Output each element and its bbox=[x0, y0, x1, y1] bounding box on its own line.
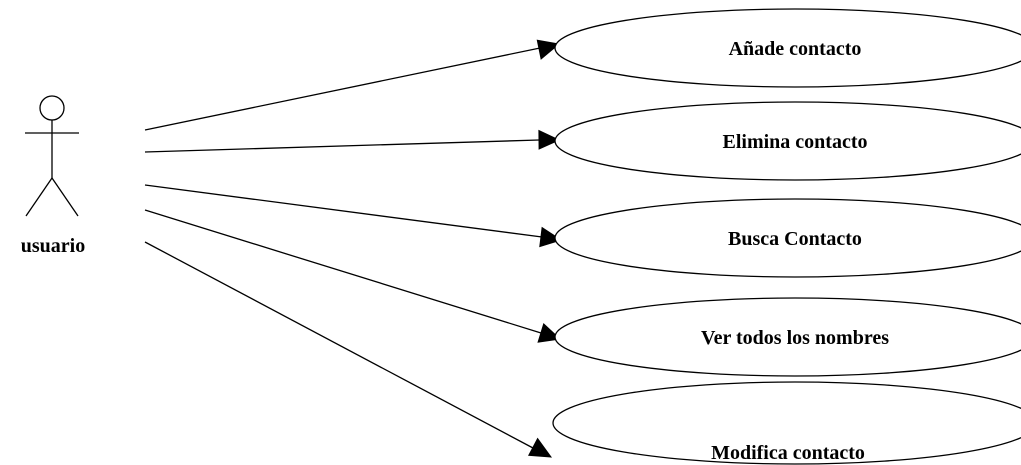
association-line-2 bbox=[144, 139, 540, 153]
arrowhead-1 bbox=[536, 39, 561, 60]
use-case-ellipse-5[interactable] bbox=[552, 381, 1021, 465]
associations bbox=[144, 39, 563, 458]
use-case-label-5: Modifica contacto bbox=[711, 442, 865, 464]
use-case-ellipse-2[interactable] bbox=[554, 101, 1021, 181]
use-case-3[interactable]: Busca Contacto bbox=[554, 198, 1021, 278]
association-line-5 bbox=[144, 241, 534, 449]
use-case-4[interactable]: Ver todos los nombres bbox=[554, 297, 1021, 377]
actor-head bbox=[39, 95, 65, 121]
actor-right-leg bbox=[51, 177, 79, 217]
use-case-ellipse-1[interactable] bbox=[554, 8, 1021, 88]
actor-label: usuario bbox=[21, 235, 85, 257]
use-case-label-3: Busca Contacto bbox=[728, 228, 862, 250]
use-case-ellipse-3[interactable] bbox=[554, 198, 1021, 278]
use-case-1[interactable]: Añade contacto bbox=[554, 8, 1021, 88]
association-line-3 bbox=[144, 184, 543, 238]
arrowhead-2 bbox=[538, 129, 561, 150]
use-case-label-1: Añade contacto bbox=[729, 38, 862, 60]
use-case-label-4: Ver todos los nombres bbox=[701, 327, 889, 349]
association-line-1 bbox=[144, 47, 541, 131]
use-case-5[interactable]: Modifica contacto bbox=[552, 381, 1021, 465]
arrowhead-5 bbox=[528, 437, 553, 458]
use-case-ellipse-4[interactable] bbox=[554, 297, 1021, 377]
use-case-label-2: Elimina contacto bbox=[723, 131, 868, 153]
actor: usuario bbox=[21, 95, 85, 257]
arrowhead-3 bbox=[539, 226, 563, 248]
association-line-4 bbox=[144, 209, 542, 334]
use-case-2[interactable]: Elimina contacto bbox=[554, 101, 1021, 181]
actor-left-leg bbox=[25, 177, 53, 217]
